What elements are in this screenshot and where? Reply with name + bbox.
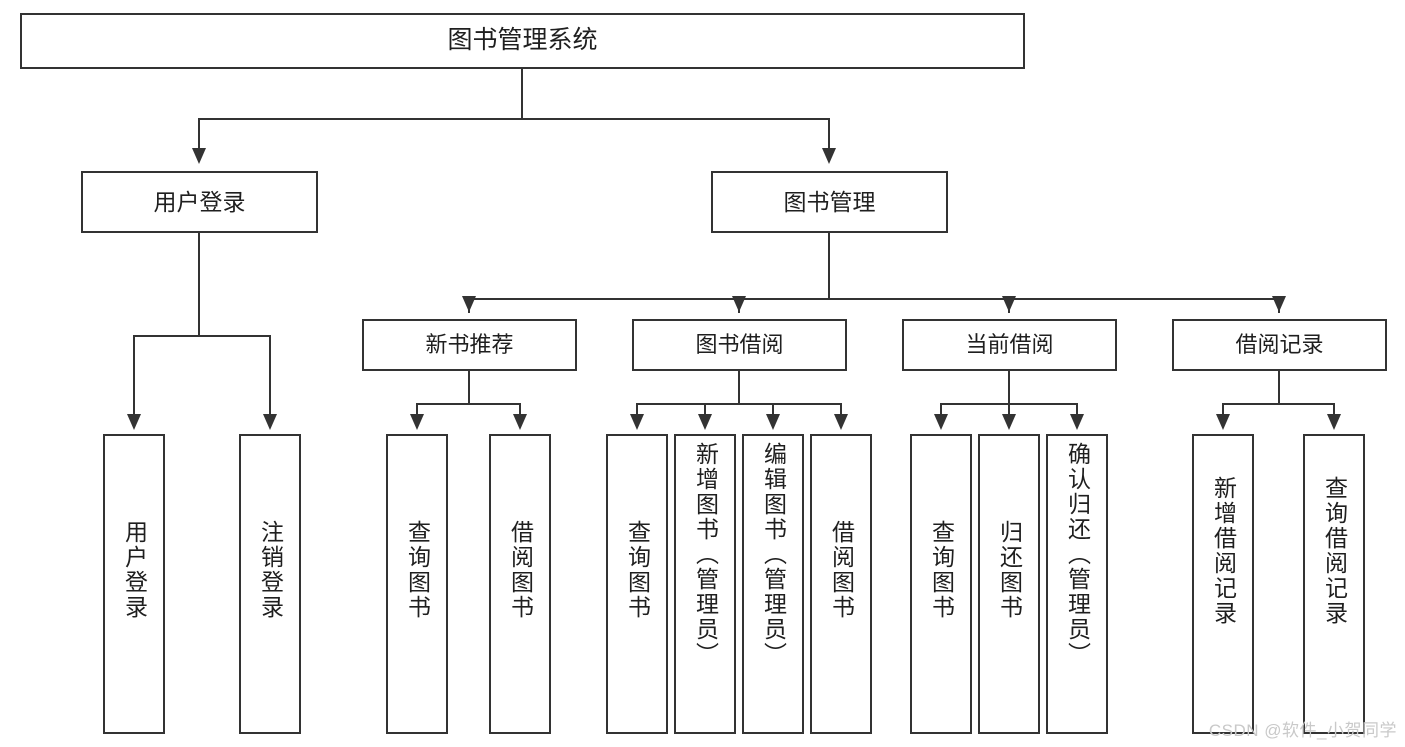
connector-drop-cb-query xyxy=(940,403,942,419)
arrowhead-nb-borrow xyxy=(513,414,527,430)
node-label: 查询图书 xyxy=(928,520,955,620)
arrowhead-nb-query xyxy=(410,414,424,430)
leaf-bb-borrow-book[interactable]: 借阅图书 xyxy=(810,434,872,734)
connector-new-book-bus xyxy=(416,403,521,405)
connector-drop-nb-query xyxy=(416,403,418,419)
leaf-bb-query-book[interactable]: 查询图书 xyxy=(606,434,668,734)
arrowhead-new-book xyxy=(462,296,476,312)
leaf-logout[interactable]: 注销登录 xyxy=(239,434,301,734)
node-current-borrow[interactable]: 当前借阅 xyxy=(902,319,1117,371)
node-label: 注销登录 xyxy=(257,520,284,620)
connector-drop-book-manage xyxy=(828,118,830,152)
node-label: 当前借阅 xyxy=(965,332,1054,358)
leaf-bb-add-book-admin[interactable]: 新增图书（管理员） xyxy=(674,434,736,734)
leaf-nb-borrow-book[interactable]: 借阅图书 xyxy=(489,434,551,734)
node-label: 借阅记录 xyxy=(1235,332,1324,358)
leaf-cb-confirm-return-admin[interactable]: 确认归还（管理员） xyxy=(1046,434,1108,734)
node-label: 新增图书（管理员） xyxy=(692,442,719,667)
leaf-cb-query-book[interactable]: 查询图书 xyxy=(910,434,972,734)
connector-drop-leaf-logout xyxy=(269,335,271,417)
connector-current-borrow-stem xyxy=(1008,371,1010,404)
connector-drop-user-login xyxy=(198,118,200,152)
connector-drop-bb-borrow xyxy=(840,403,842,419)
node-label: 编辑图书（管理员） xyxy=(760,442,787,667)
arrowhead-book-manage xyxy=(822,148,836,164)
arrowhead-bb-edit xyxy=(766,414,780,430)
node-root-system[interactable]: 图书管理系统 xyxy=(20,13,1025,69)
node-label: 用户登录 xyxy=(121,520,148,620)
leaf-bb-edit-book-admin[interactable]: 编辑图书（管理员） xyxy=(742,434,804,734)
node-book-management[interactable]: 图书管理 xyxy=(711,171,948,233)
connector-drop-nb-borrow xyxy=(519,403,521,419)
node-label: 借阅图书 xyxy=(828,520,855,620)
node-user-login[interactable]: 用户登录 xyxy=(81,171,318,233)
node-label: 归还图书 xyxy=(996,520,1023,620)
node-label: 图书管理系统 xyxy=(447,26,598,55)
node-label: 查询图书 xyxy=(404,520,431,620)
arrowhead-bb-query xyxy=(630,414,644,430)
arrowhead-user-login xyxy=(192,148,206,164)
arrowhead-leaf-logout xyxy=(263,414,277,430)
node-new-book-recommend[interactable]: 新书推荐 xyxy=(362,319,577,371)
node-borrow-record[interactable]: 借阅记录 xyxy=(1172,319,1387,371)
node-label: 图书管理 xyxy=(783,188,876,215)
leaf-cb-return-book[interactable]: 归还图书 xyxy=(978,434,1040,734)
connector-level2-bus xyxy=(198,118,830,120)
connector-drop-leaf-user-login xyxy=(133,335,135,417)
connector-drop-cb-confirm xyxy=(1076,403,1078,419)
connector-new-book-stem xyxy=(468,371,470,404)
arrowhead-cb-confirm xyxy=(1070,414,1084,430)
node-label: 借阅图书 xyxy=(507,520,534,620)
connector-book-manage-stem xyxy=(828,233,830,299)
node-label: 确认归还（管理员） xyxy=(1064,442,1091,667)
connector-root-stem xyxy=(521,69,523,119)
connector-book-borrow-bus xyxy=(636,403,841,405)
node-label: 新增借阅记录 xyxy=(1210,476,1237,626)
connector-borrow-record-stem xyxy=(1278,371,1280,404)
connector-drop-br-query xyxy=(1333,403,1335,419)
connector-drop-br-add xyxy=(1222,403,1224,419)
arrowhead-br-query xyxy=(1327,414,1341,430)
arrowhead-book-borrow xyxy=(732,296,746,312)
connector-user-login-stem xyxy=(198,233,200,336)
arrowhead-leaf-user-login xyxy=(127,414,141,430)
connector-drop-bb-add xyxy=(704,403,706,419)
arrowhead-br-add xyxy=(1216,414,1230,430)
arrowhead-bb-borrow xyxy=(834,414,848,430)
node-label: 新书推荐 xyxy=(425,332,514,358)
connector-drop-bb-edit xyxy=(772,403,774,419)
node-label: 用户登录 xyxy=(153,188,246,215)
leaf-br-query-record[interactable]: 查询借阅记录 xyxy=(1303,434,1365,734)
connector-level3-bus xyxy=(468,298,1280,300)
node-book-borrow[interactable]: 图书借阅 xyxy=(632,319,847,371)
leaf-user-login[interactable]: 用户登录 xyxy=(103,434,165,734)
connector-borrow-record-bus xyxy=(1222,403,1335,405)
arrowhead-current-borrow xyxy=(1002,296,1016,312)
connector-user-login-bus xyxy=(133,335,270,337)
arrowhead-bb-add xyxy=(698,414,712,430)
csdn-watermark: CSDN @软件_小贺同学 xyxy=(1208,721,1397,740)
connector-book-borrow-stem xyxy=(738,371,740,404)
node-label: 查询图书 xyxy=(624,520,651,620)
node-label: 图书借阅 xyxy=(695,332,784,358)
arrowhead-cb-query xyxy=(934,414,948,430)
arrowhead-borrow-record xyxy=(1272,296,1286,312)
node-label: 查询借阅记录 xyxy=(1321,476,1348,626)
arrowhead-cb-return xyxy=(1002,414,1016,430)
leaf-br-add-record[interactable]: 新增借阅记录 xyxy=(1192,434,1254,734)
connector-drop-cb-return xyxy=(1008,403,1010,419)
leaf-nb-query-book[interactable]: 查询图书 xyxy=(386,434,448,734)
connector-drop-bb-query xyxy=(636,403,638,419)
